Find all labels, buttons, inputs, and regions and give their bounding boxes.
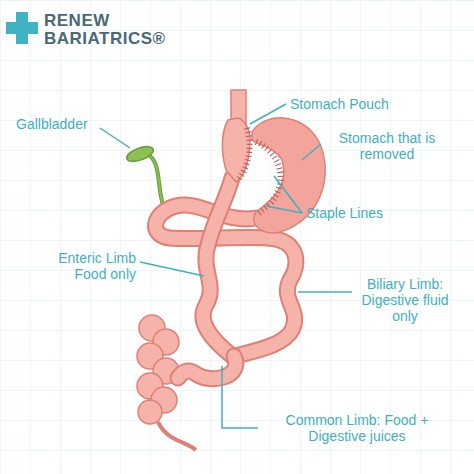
callout-label: Stomach Pouch [290, 96, 440, 112]
leader-lines [100, 104, 352, 428]
callout-label: Gallbladder [16, 116, 106, 132]
leader-line [100, 128, 130, 148]
callout-label: Stomach that is removed [324, 130, 450, 162]
callout-label: Enteric Limb Food only [40, 250, 136, 282]
callout-label: Biliary Limb: Digestive fluid only [355, 276, 455, 324]
logo-word: BARIATRICS® [44, 30, 194, 48]
logo-word: RENEW [44, 12, 194, 30]
callout-label: Staple Lines [306, 205, 436, 221]
leader-line [302, 144, 321, 160]
leader-line [250, 104, 286, 124]
common-limb [178, 356, 236, 379]
staple-line [256, 142, 281, 214]
logo-cross [6, 12, 38, 44]
enteric-limb [203, 178, 232, 356]
leader-line [222, 366, 258, 428]
enteric-limb [203, 178, 232, 356]
staple-line [238, 128, 250, 180]
colon [137, 315, 179, 424]
leader-line [298, 291, 352, 293]
stomach-pouch [222, 118, 250, 182]
leader-line [140, 262, 204, 276]
callout-label: Common Limb: Food + Digestive juices [262, 412, 452, 444]
colon-segment [138, 400, 162, 424]
common-limb [178, 356, 236, 379]
leader-line [274, 176, 302, 213]
appendix [158, 422, 196, 450]
